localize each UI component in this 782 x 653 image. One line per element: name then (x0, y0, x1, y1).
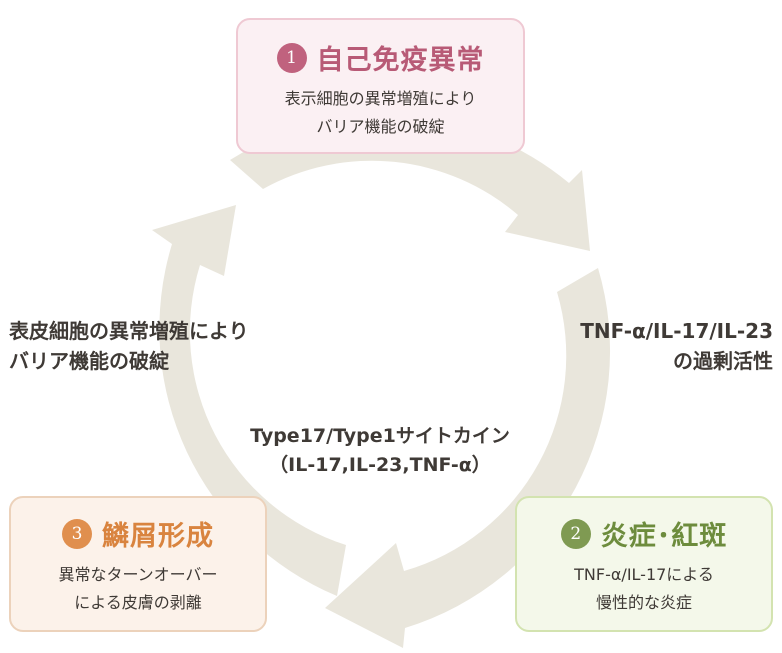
step-2-title: 炎症･紅斑 (600, 521, 728, 552)
cycle-arrow-right (325, 268, 611, 648)
step-3-desc-line1: 異常なターンオーバー (58, 565, 218, 584)
step-3-box: 3 鱗屑形成 異常なターンオーバー による皮膚の剥離 (9, 496, 267, 632)
center-label-line2: （IL-17,IL-23,TNF-α） (269, 454, 491, 476)
step-3-number-badge: 3 (62, 518, 92, 549)
step-1-desc-line2: バリア機能の破綻 (316, 117, 445, 136)
right-label-line2: の過剰活性 (673, 349, 773, 373)
step-1-desc-line1: 表示細胞の異常増殖により (284, 89, 477, 108)
left-label: 表皮細胞の異常増殖により バリア機能の破綻 (9, 316, 249, 376)
step-2-number-badge: 2 (560, 518, 591, 549)
step-2-box: 2 炎症･紅斑 TNF-α/IL-17による 慢性的な炎症 (515, 496, 773, 632)
center-label-line1: Type17/Type1サイトカイン (250, 425, 510, 447)
left-label-line1: 表皮細胞の異常増殖により (9, 319, 249, 343)
step-3-title: 鱗屑形成 (102, 521, 214, 552)
right-label-line1: TNF-α/IL-17/IL-23 (580, 319, 773, 343)
step-1-number-badge: 1 (276, 42, 307, 73)
right-label: TNF-α/IL-17/IL-23 の過剰活性 (580, 316, 773, 376)
step-1-box: 1 自己免疫異常 表示細胞の異常増殖により バリア機能の破綻 (236, 18, 525, 154)
step-1-title: 自己免疫異常 (316, 45, 485, 76)
left-label-line2: バリア機能の破綻 (9, 349, 169, 373)
step-2-desc-line2: 慢性的な炎症 (595, 593, 692, 612)
step-2-desc-line1: TNF-α/IL-17による (574, 565, 714, 584)
step-3-desc-line2: による皮膚の剥離 (74, 593, 202, 612)
center-label: Type17/Type1サイトカイン （IL-17,IL-23,TNF-α） (180, 422, 580, 480)
